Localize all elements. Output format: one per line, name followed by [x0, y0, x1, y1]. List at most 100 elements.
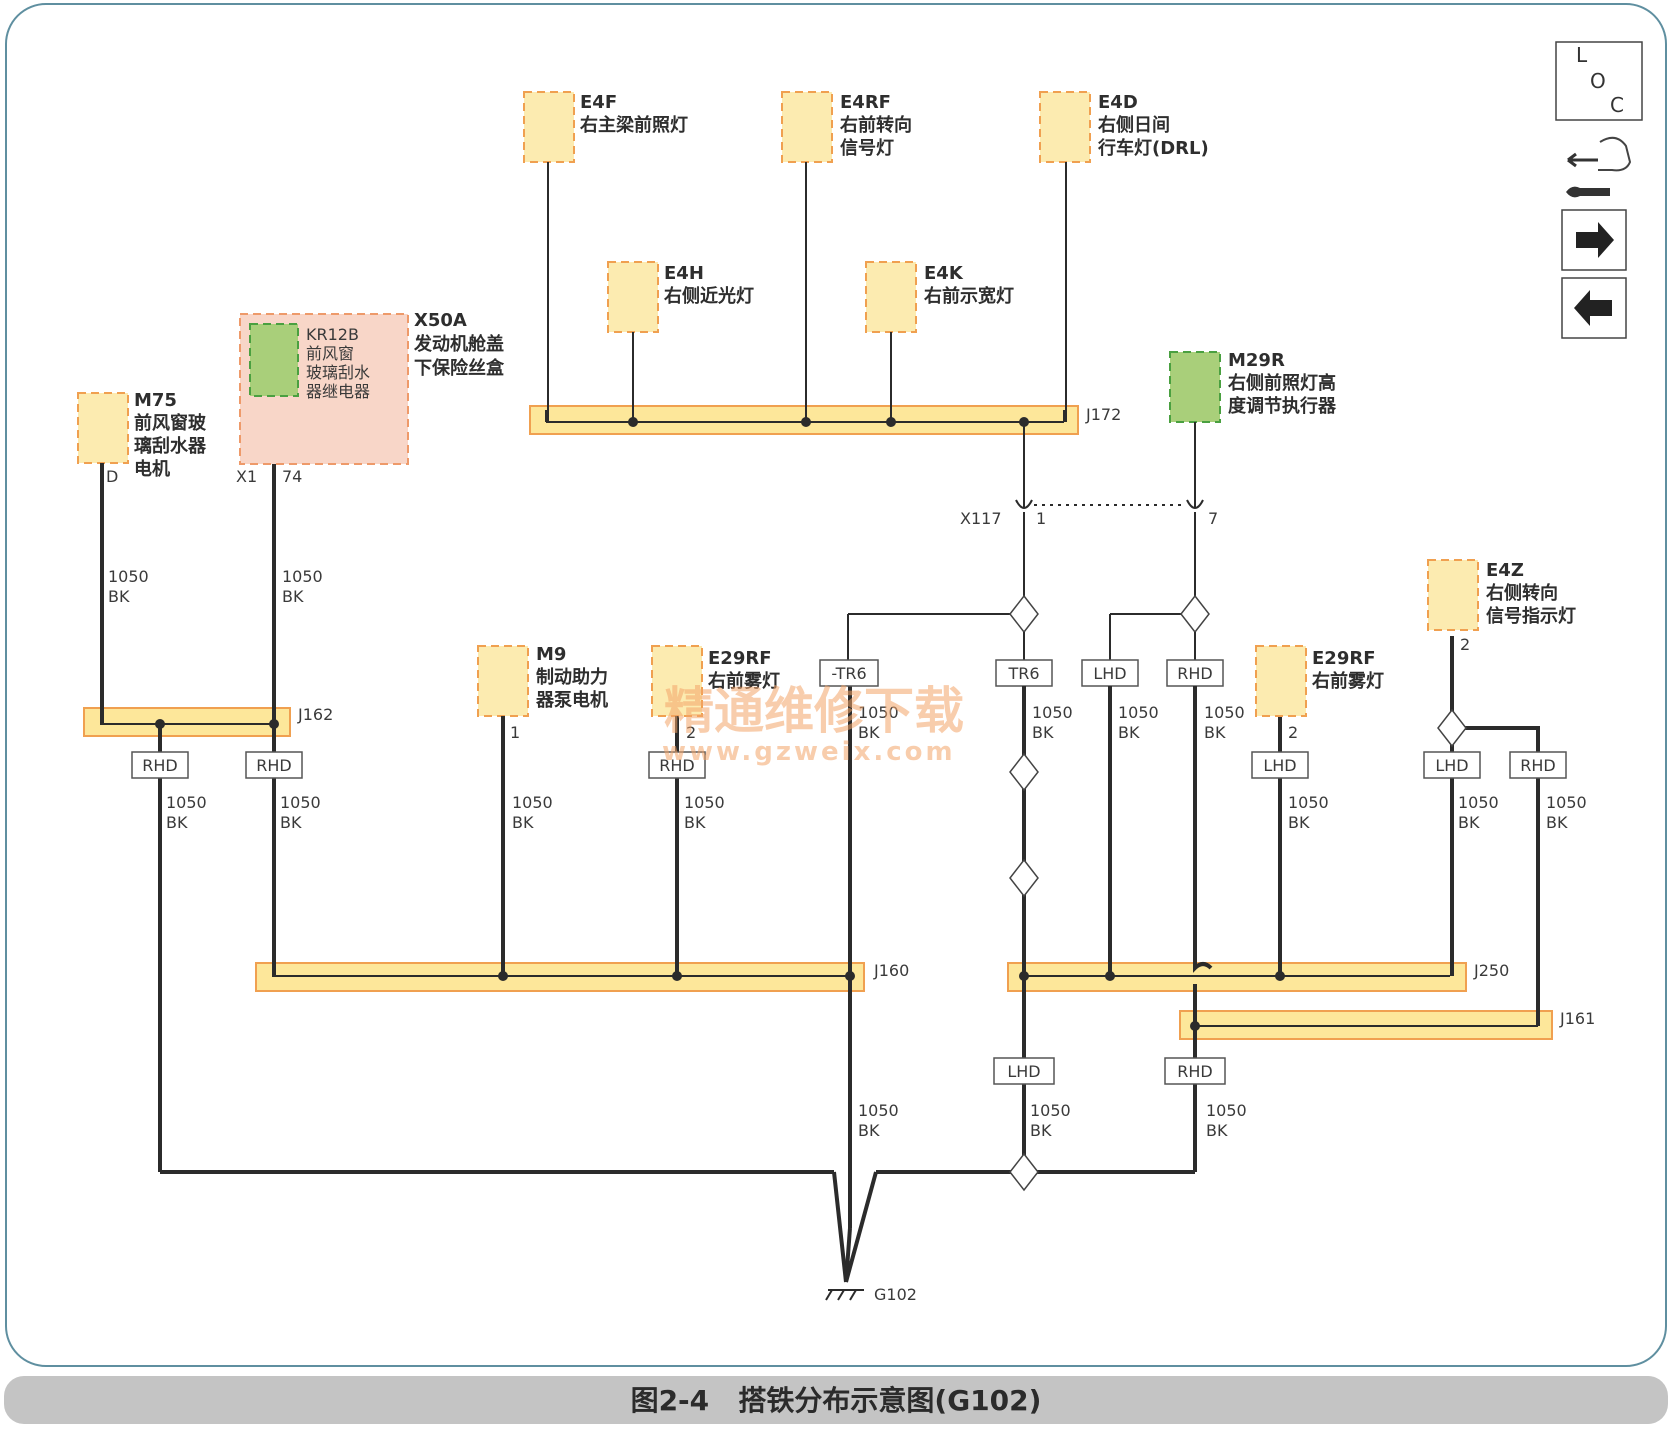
component-e29rf-b-code: E29RF [1312, 648, 1376, 669]
svg-text:LHD: LHD [1435, 756, 1468, 775]
option-tag-lhd-e29rf-b: LHD [1251, 751, 1309, 779]
next-page-button[interactable] [1561, 209, 1627, 271]
svg-text:1050: 1050 [166, 793, 207, 812]
wires-left [100, 463, 834, 1174]
component-m29r-line1: 右侧前照灯高 [1228, 372, 1336, 394]
component-e4h-line1: 右侧近光灯 [664, 285, 754, 307]
wires-top [547, 162, 1196, 508]
component-m9: M9 制动助力 器泵电机 [477, 644, 608, 717]
option-tag-rhd-j162b: RHD [245, 751, 303, 779]
svg-text:RHD: RHD [659, 756, 694, 775]
svg-text:1050: 1050 [1206, 1101, 1247, 1120]
splice-j172-label: J172 [1085, 405, 1121, 424]
splice-dots-j160 [498, 971, 855, 981]
svg-text:1050: 1050 [1204, 703, 1245, 722]
svg-text:1050: 1050 [1118, 703, 1159, 722]
diamond-e4z [1437, 708, 1467, 748]
component-e4z-line1: 右侧转向 [1486, 582, 1558, 604]
diamond-tr6-1 [1009, 752, 1039, 792]
pin-e29rf-a: 2 [686, 723, 696, 742]
pin-e29rf-b: 2 [1288, 723, 1298, 742]
wire-labels-right: 1050 BK 1050 BK 1050 BK 1050 BK 1050 BK … [1030, 703, 1587, 1140]
relay-kr12b-line2: 玻璃刮水 [306, 363, 370, 382]
component-e29rf-b: E29RF 右前雾灯 [1255, 645, 1384, 717]
option-tag-rhd-ground: RHD [1164, 1057, 1226, 1085]
component-view-icon[interactable] [1566, 136, 1632, 198]
option-tag-rhd-j162a: RHD [131, 751, 189, 779]
previous-page-button[interactable] [1561, 277, 1627, 339]
connector-x117-pin1: 1 [1036, 509, 1046, 528]
component-m29r-line2: 度调节执行器 [1228, 395, 1337, 417]
connector-x117-pin7: 7 [1208, 509, 1218, 528]
svg-text:1050: 1050 [1032, 703, 1073, 722]
svg-text:1050: 1050 [512, 793, 553, 812]
option-tag-lhd-a: LHD [1081, 659, 1139, 687]
svg-text:1050: 1050 [1458, 793, 1499, 812]
relay-kr12b: KR12B 前风窗 玻璃刮水 器继电器 [249, 323, 370, 401]
svg-text:LHD: LHD [1007, 1062, 1040, 1081]
component-e4rf: E4RF 右前转向 信号灯 [781, 91, 912, 163]
svg-text:BK: BK [1204, 723, 1226, 742]
svg-text:1050: 1050 [684, 793, 725, 812]
svg-text:RHD: RHD [1520, 756, 1555, 775]
svg-text:RHD: RHD [142, 756, 177, 775]
watermark: 精通维修下载 www.gzweix.com [662, 681, 964, 767]
splice-j161-label: J161 [1559, 1009, 1595, 1028]
fusebox-x50a-code: X50A [414, 310, 467, 331]
diamond-tr6-2 [1009, 858, 1039, 898]
component-e4z-code: E4Z [1486, 560, 1524, 581]
svg-text:1050: 1050 [858, 703, 899, 722]
svg-text:BK: BK [108, 587, 130, 606]
svg-text:BK: BK [858, 1121, 880, 1140]
arrow-left-icon [1574, 290, 1612, 326]
svg-text:RHD: RHD [1177, 664, 1212, 683]
component-e29rf-b-line1: 右前雾灯 [1312, 670, 1384, 692]
component-e4f-line1: 右主梁前照灯 [580, 114, 688, 136]
svg-text:BK: BK [166, 813, 188, 832]
option-tag-lhd-e4z: LHD [1423, 751, 1481, 779]
option-tag-tr6: TR6 [995, 659, 1053, 687]
loc-letter-c: C [1610, 93, 1624, 117]
connector-x117: X117 1 7 [960, 499, 1218, 596]
component-m29r: M29R 右侧前照灯高 度调节执行器 [1169, 350, 1337, 423]
splice-j162: J162 [83, 705, 333, 737]
splice-dots-j172 [628, 417, 1029, 427]
svg-text:BK: BK [1118, 723, 1140, 742]
fusebox-x50a-line1: 发动机舱盖 [413, 333, 504, 355]
svg-text:BK: BK [280, 813, 302, 832]
caption-bar: 图2-4 搭铁分布示意图(G102) [4, 1376, 1668, 1424]
pin-m9: 1 [510, 723, 520, 742]
component-e4rf-line1: 右前转向 [840, 114, 912, 136]
svg-text:BK: BK [512, 813, 534, 832]
svg-text:BK: BK [684, 813, 706, 832]
splice-j250: J250 [1007, 961, 1509, 992]
component-e4d-line2: 行车灯(DRL) [1097, 137, 1209, 159]
figure-caption: 图2-4 搭铁分布示意图(G102) [631, 1384, 1042, 1417]
svg-text:BK: BK [1458, 813, 1480, 832]
splice-dots-j250 [1019, 971, 1285, 1031]
svg-text:BK: BK [282, 587, 304, 606]
component-e4h-code: E4H [664, 263, 704, 284]
svg-text:BK: BK [1546, 813, 1568, 832]
svg-text:1050: 1050 [1030, 1101, 1071, 1120]
option-tag-not-tr6: -TR6 [819, 659, 879, 687]
svg-text:1050: 1050 [108, 567, 149, 586]
wire-labels-left: 1050 BK 1050 BK 1050 BK 1050 BK [108, 567, 323, 832]
svg-text:LHD: LHD [1093, 664, 1126, 683]
loc-box[interactable]: L O C [1555, 41, 1643, 121]
diamond-ground-join [1009, 1152, 1039, 1192]
relay-kr12b-line1: 前风窗 [306, 344, 354, 363]
component-e4d: E4D 右侧日间 行车灯(DRL) [1039, 91, 1209, 163]
component-m9-line2: 器泵电机 [535, 689, 608, 711]
component-e29rf-a: E29RF 右前雾灯 [651, 645, 780, 717]
svg-text:1050: 1050 [858, 1101, 899, 1120]
component-e4rf-code: E4RF [840, 92, 891, 113]
svg-text:1050: 1050 [1288, 793, 1329, 812]
svg-text:BK: BK [1288, 813, 1310, 832]
fusebox-x50a-line2: 下保险丝盒 [414, 357, 505, 379]
splice-dots-j162 [155, 719, 279, 729]
splice-j161: J161 [1179, 1009, 1595, 1040]
option-tag-rhd-e4z: RHD [1509, 751, 1567, 779]
svg-text:1050: 1050 [282, 567, 323, 586]
splice-j162-label: J162 [297, 705, 333, 724]
